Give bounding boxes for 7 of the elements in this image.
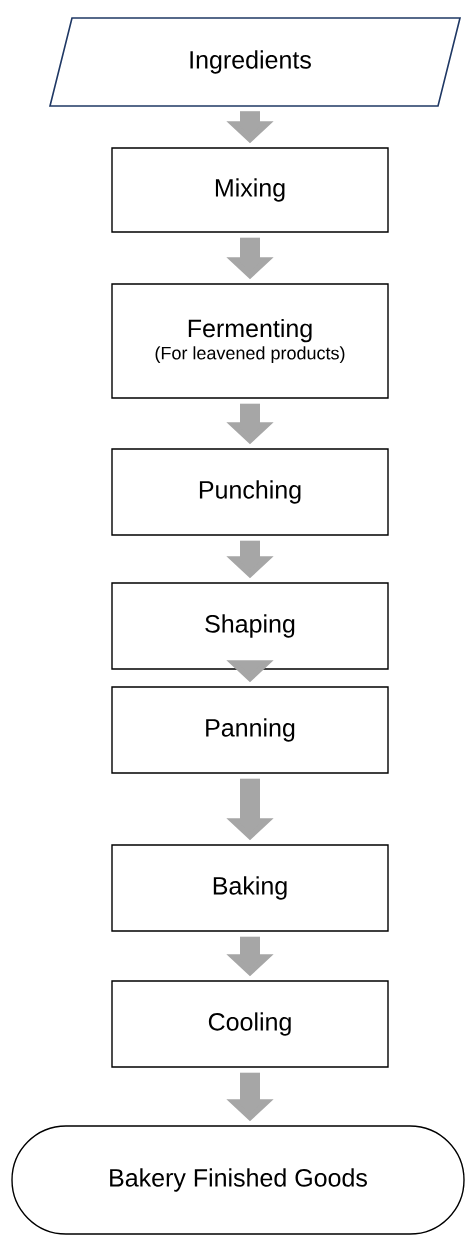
process-box: Baking bbox=[111, 844, 389, 932]
process-box: Punching bbox=[111, 448, 389, 536]
process-box: Fermenting (For leavened products) bbox=[111, 283, 389, 399]
process-box: Shaping bbox=[111, 582, 389, 670]
process-box: Mixing bbox=[111, 147, 389, 233]
process-box: Panning bbox=[111, 686, 389, 774]
process-box: Cooling bbox=[111, 980, 389, 1068]
